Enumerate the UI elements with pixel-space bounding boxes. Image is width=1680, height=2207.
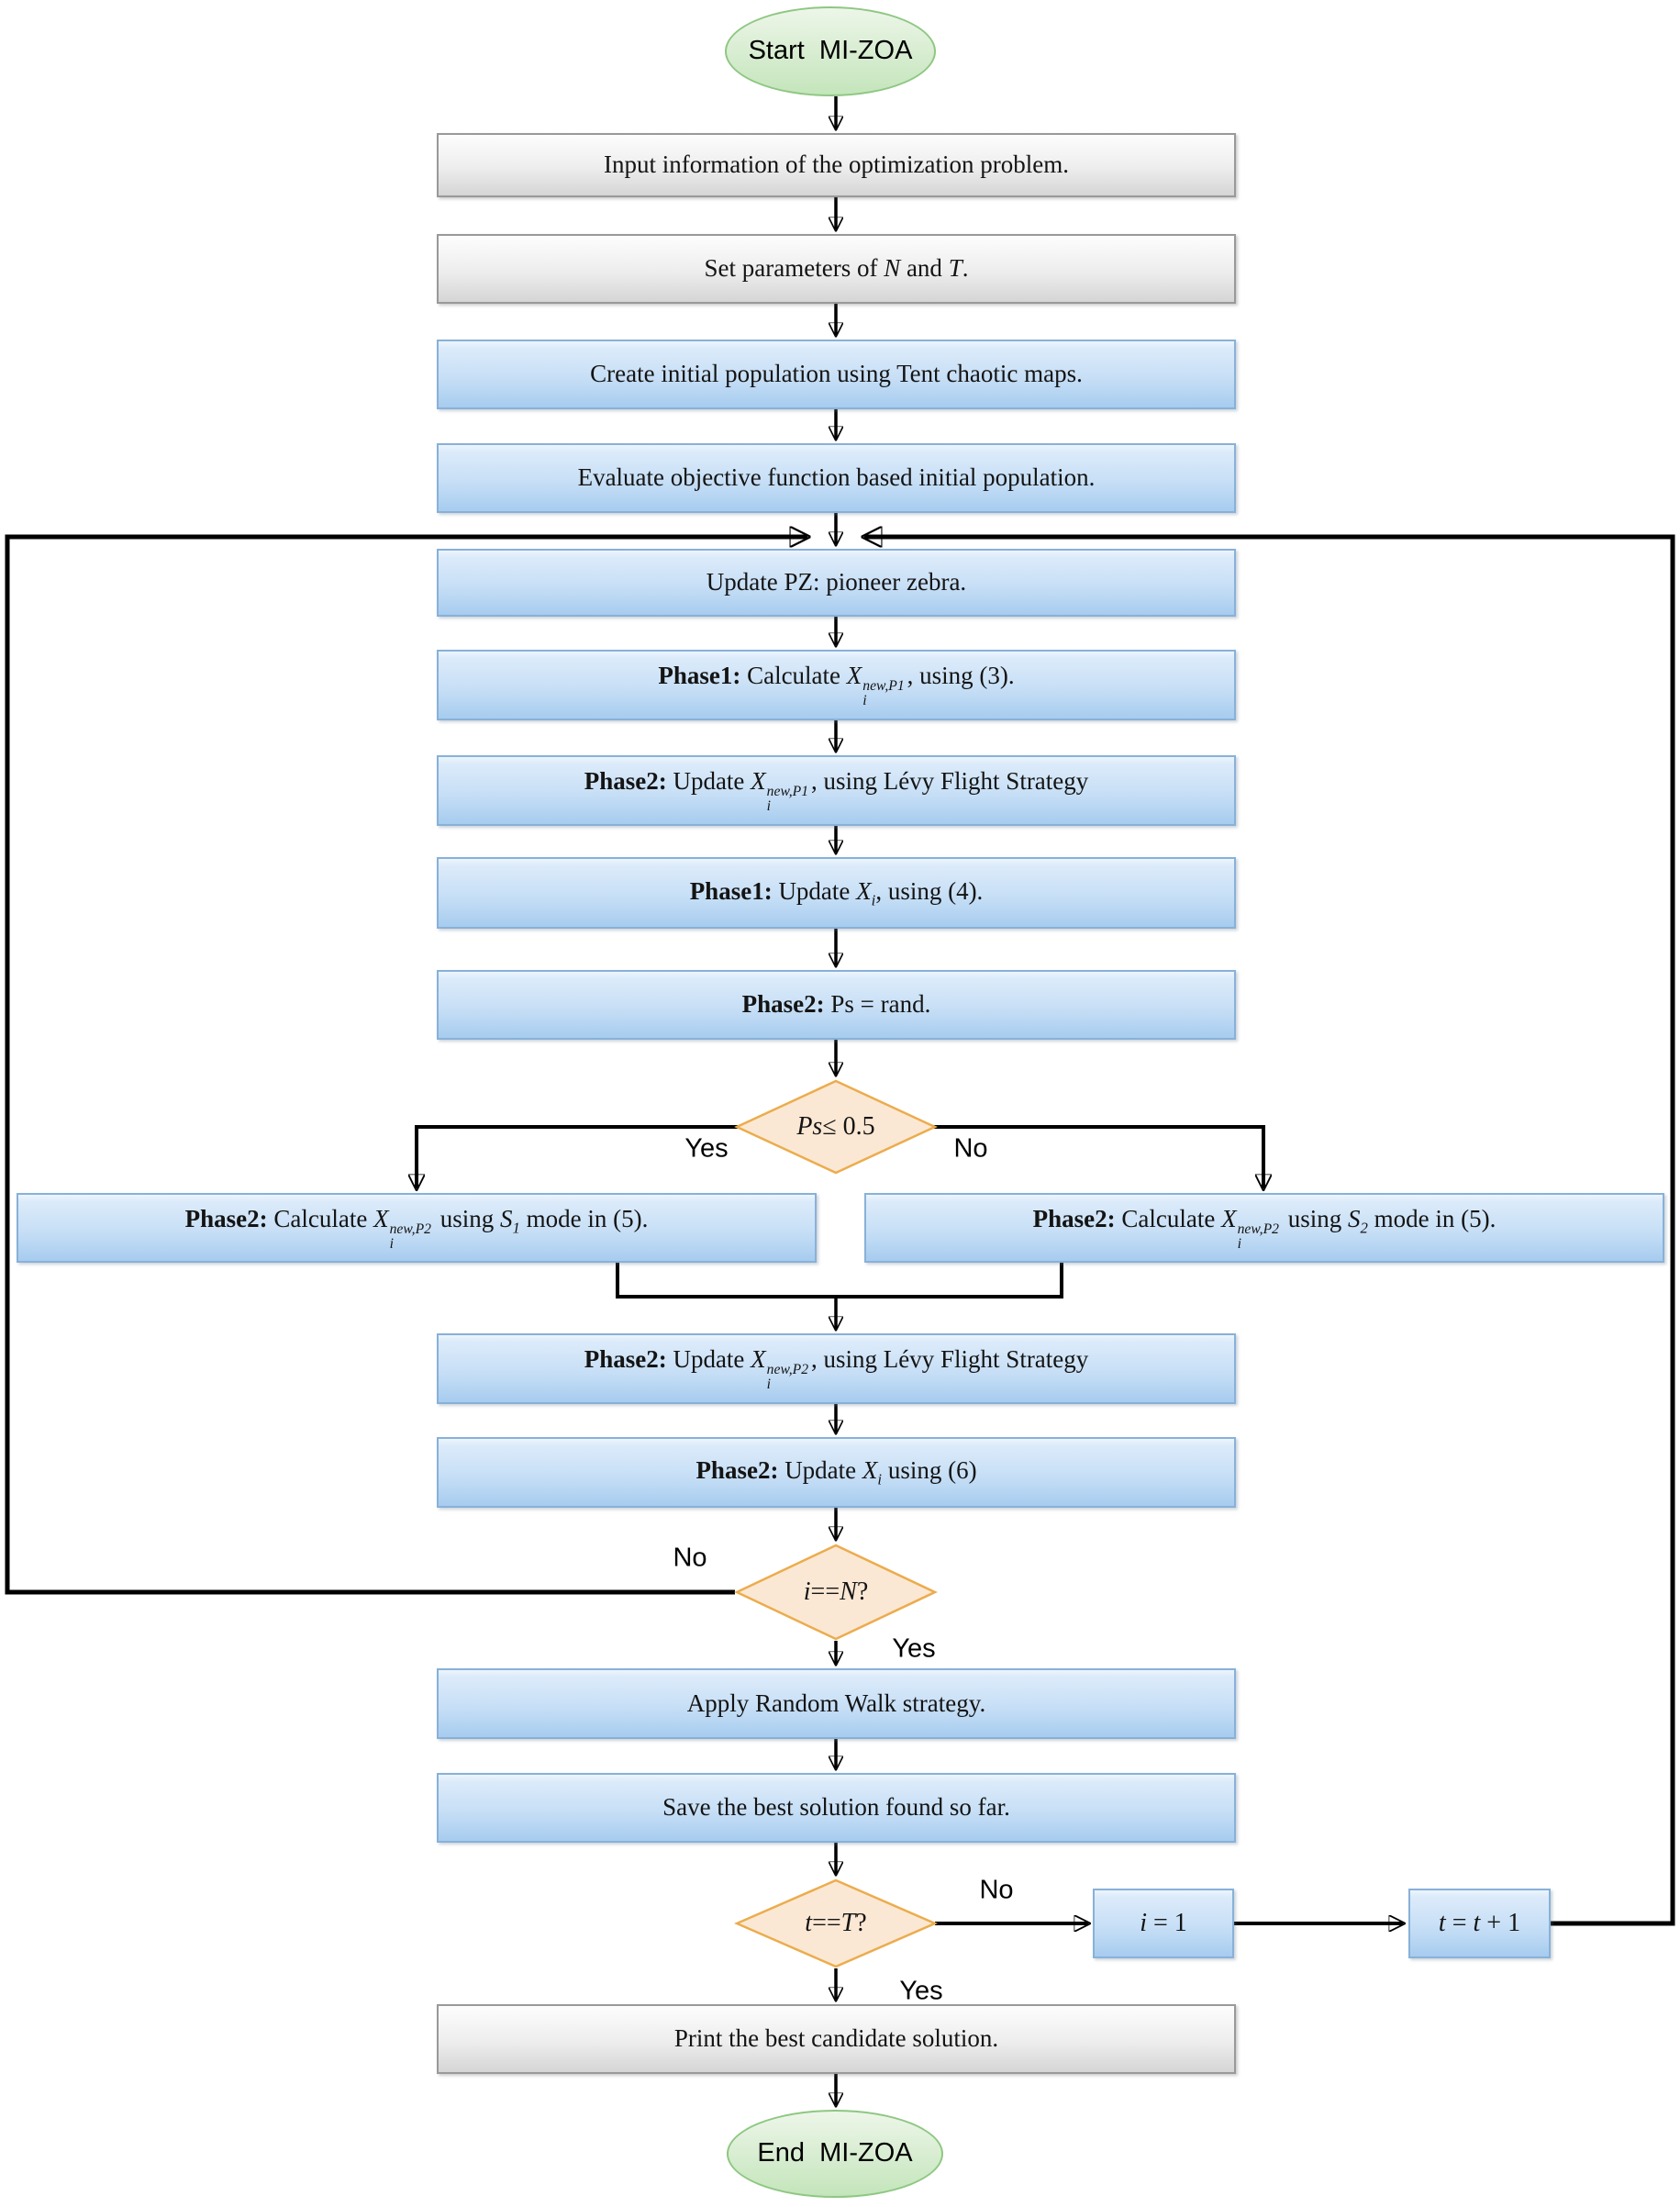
phase2-ps-rand-label: Phase2: Ps = rand.: [741, 990, 931, 1019]
evaluate-objective-label: Evaluate objective function based initia…: [577, 463, 1096, 492]
label-ps-no: No: [953, 1133, 988, 1164]
edge-ps-no-branch: [933, 1125, 1263, 1188]
label-t-no: No: [979, 1875, 1014, 1905]
decision-t-equals-T: t == T?: [734, 1878, 938, 1968]
start-label: Start MI-ZOA: [748, 36, 913, 66]
decision-t-diamond-shape: [734, 1878, 938, 1968]
edge-branch-merge: [616, 1263, 1063, 1299]
node-end: End MI-ZOA: [727, 2110, 943, 2198]
node-phase2-update-x6: Phase2: Update Xi using (6): [437, 1437, 1236, 1508]
phase2-update-x6-label: Phase2: Update Xi using (6): [695, 1456, 977, 1488]
decision-ps: Ps ≤ 0.5: [734, 1079, 938, 1175]
update-pz-label: Update PZ: pioneer zebra.: [706, 568, 967, 596]
decision-ps-diamond-shape: [734, 1079, 938, 1175]
node-save-best: Save the best solution found so far.: [437, 1773, 1236, 1843]
node-t-increment: t = t + 1: [1408, 1889, 1551, 1958]
input-info-label: Input information of the optimization pr…: [604, 150, 1069, 179]
label-ps-yes: Yes: [684, 1133, 729, 1164]
node-i-reset: i = 1: [1093, 1889, 1234, 1958]
node-start: Start MI-ZOA: [725, 6, 936, 96]
node-phase2-ps-rand: Phase2: Ps = rand.: [437, 970, 1236, 1040]
end-label: End MI-ZOA: [757, 2138, 913, 2168]
label-i-no: No: [673, 1543, 707, 1573]
random-walk-label: Apply Random Walk strategy.: [686, 1689, 986, 1717]
phase1-update-label: Phase1: Update Xi, using (4).: [689, 876, 984, 909]
node-phase1-update: Phase1: Update Xi, using (4).: [437, 857, 1236, 929]
t-increment-label: t = t + 1: [1438, 1908, 1521, 1937]
node-update-pz: Update PZ: pioneer zebra.: [437, 549, 1236, 617]
edge-i-no-loop: [5, 537, 807, 1595]
print-best-label: Print the best candidate solution.: [673, 2024, 999, 2053]
edge-ps-yes-branch: [417, 1125, 739, 1188]
node-input-info: Input information of the optimization pr…: [437, 133, 1236, 197]
label-i-yes: Yes: [892, 1633, 936, 1664]
node-random-walk: Apply Random Walk strategy.: [437, 1668, 1236, 1739]
set-parameters-label: Set parameters of N and T.: [704, 254, 969, 283]
node-set-parameters: Set parameters of N and T.: [437, 234, 1236, 304]
node-evaluate-objective: Evaluate objective function based initia…: [437, 443, 1236, 513]
decision-t-label: t == T?: [805, 1908, 867, 1937]
node-print-best: Print the best candidate solution.: [437, 2004, 1236, 2074]
decision-ps-label: Ps ≤ 0.5: [796, 1111, 875, 1141]
decision-i-diamond-shape: [734, 1544, 938, 1641]
node-create-population: Create initial population using Tent cha…: [437, 340, 1236, 409]
create-population-label: Create initial population using Tent cha…: [590, 360, 1083, 388]
label-t-yes: Yes: [899, 1976, 943, 2006]
i-reset-label: i = 1: [1140, 1908, 1187, 1937]
decision-i-equals-n: i == N?: [734, 1544, 938, 1641]
edge-t-loop-back: [864, 537, 1675, 1926]
save-best-label: Save the best solution found so far.: [662, 1793, 1010, 1822]
decision-i-label: i == N?: [803, 1577, 869, 1606]
